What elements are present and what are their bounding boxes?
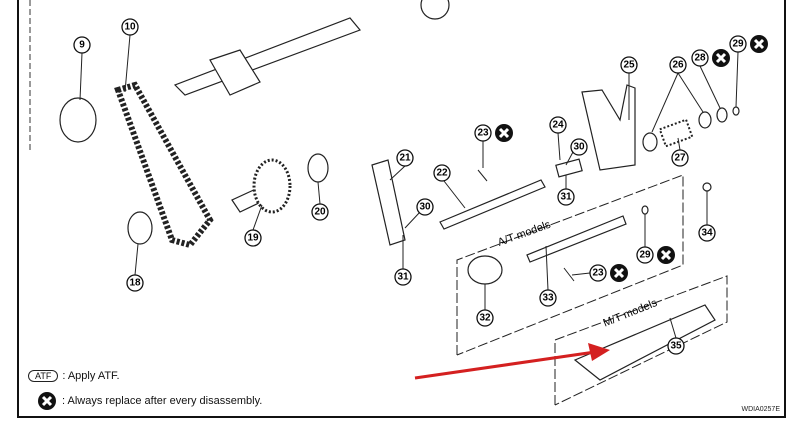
callout-10: 10 xyxy=(121,18,139,36)
main-shaft xyxy=(173,0,450,96)
callouts: 9 10 18 19 20 21 22 23 24 25 26 27 28 29 30 30 31 31 32 33 3… xyxy=(73,18,768,355)
callout-29: 29 xyxy=(636,246,675,264)
callout-22: 22 xyxy=(433,164,451,182)
callout-26: 26 xyxy=(669,56,687,74)
callout-19: 19 xyxy=(244,229,262,247)
callout-number: 9 xyxy=(79,40,85,51)
callout-21: 21 xyxy=(396,149,414,167)
callout-23: 23 xyxy=(474,124,513,142)
callout-31: 31 xyxy=(557,188,575,206)
at-models-label: A/T models xyxy=(496,218,553,248)
callout-number: 27 xyxy=(674,153,686,164)
circle-x-icon xyxy=(750,35,768,53)
red-arrow xyxy=(414,343,610,380)
callout-number: 29 xyxy=(639,250,651,261)
bearing-18 xyxy=(127,211,153,245)
callout-24: 24 xyxy=(549,116,567,134)
callout-30: 30 xyxy=(416,198,434,216)
callout-20: 20 xyxy=(311,203,329,221)
shift-assembly-35 xyxy=(573,304,716,381)
callout-number: 10 xyxy=(124,22,136,33)
circle-x-icon xyxy=(657,246,675,264)
replace-text: : Always replace after every disassembly… xyxy=(62,395,263,407)
callout-29: 29 xyxy=(729,35,768,53)
callout-31: 31 xyxy=(394,268,412,286)
bearing-9 xyxy=(59,97,97,143)
gear-19 xyxy=(231,158,292,214)
circle-x-icon xyxy=(712,49,730,67)
callout-32: 32 xyxy=(476,309,494,327)
callout-number: 25 xyxy=(623,60,635,71)
callout-number: 24 xyxy=(552,120,564,131)
callout-number: 21 xyxy=(399,153,411,164)
callout-number: 33 xyxy=(542,293,554,304)
callout-23: 23 xyxy=(589,264,628,282)
fork-25 xyxy=(581,84,636,171)
callout-number: 35 xyxy=(670,341,682,352)
callout-30: 30 xyxy=(570,138,588,156)
circle-x-icon xyxy=(38,392,56,410)
callout-number: 23 xyxy=(477,128,489,139)
callout-number: 23 xyxy=(592,268,604,279)
leader-lines xyxy=(79,34,739,339)
atf-text: : Apply ATF. xyxy=(62,370,120,382)
circle-x-icon xyxy=(495,124,513,142)
callout-number: 31 xyxy=(560,192,572,203)
legend-atf: ATF : Apply ATF. xyxy=(28,370,120,382)
callout-number: 34 xyxy=(701,228,713,239)
bracket-24 xyxy=(555,158,583,178)
callout-33: 33 xyxy=(539,289,557,307)
callout-number: 19 xyxy=(247,233,259,244)
figure-code: WDIA0257E xyxy=(741,406,780,413)
callout-number: 20 xyxy=(314,207,326,218)
rod-22 xyxy=(439,179,546,230)
callout-number: 22 xyxy=(436,168,448,179)
atf-symbol: ATF xyxy=(28,370,59,382)
callout-number: 32 xyxy=(479,313,491,324)
callout-number: 29 xyxy=(732,39,744,50)
callout-number: 30 xyxy=(573,142,585,153)
fork-21 xyxy=(371,159,406,246)
shift-drum-32 xyxy=(467,255,503,285)
circle-x-icon xyxy=(610,264,628,282)
callout-18: 18 xyxy=(126,274,144,292)
rod-33 xyxy=(526,215,627,263)
legend-replace: : Always replace after every disassembly… xyxy=(38,392,262,410)
spring-27 xyxy=(658,118,694,148)
callout-number: 31 xyxy=(397,272,409,283)
callout-34: 34 xyxy=(698,224,716,242)
callout-9: 9 xyxy=(73,36,91,54)
frame xyxy=(17,0,786,418)
callout-28: 28 xyxy=(691,49,730,67)
at-models-box xyxy=(456,174,684,356)
callout-number: 18 xyxy=(129,278,141,289)
callout-number: 26 xyxy=(672,60,684,71)
callout-27: 27 xyxy=(671,149,689,167)
bearing-20 xyxy=(307,153,329,183)
mt-models-label: M/T models xyxy=(601,297,659,330)
ring-26a xyxy=(642,132,658,152)
callout-number: 30 xyxy=(419,202,431,213)
callout-35: 35 xyxy=(667,337,685,355)
callout-number: 28 xyxy=(694,53,706,64)
chain xyxy=(114,81,214,249)
callout-25: 25 xyxy=(620,56,638,74)
